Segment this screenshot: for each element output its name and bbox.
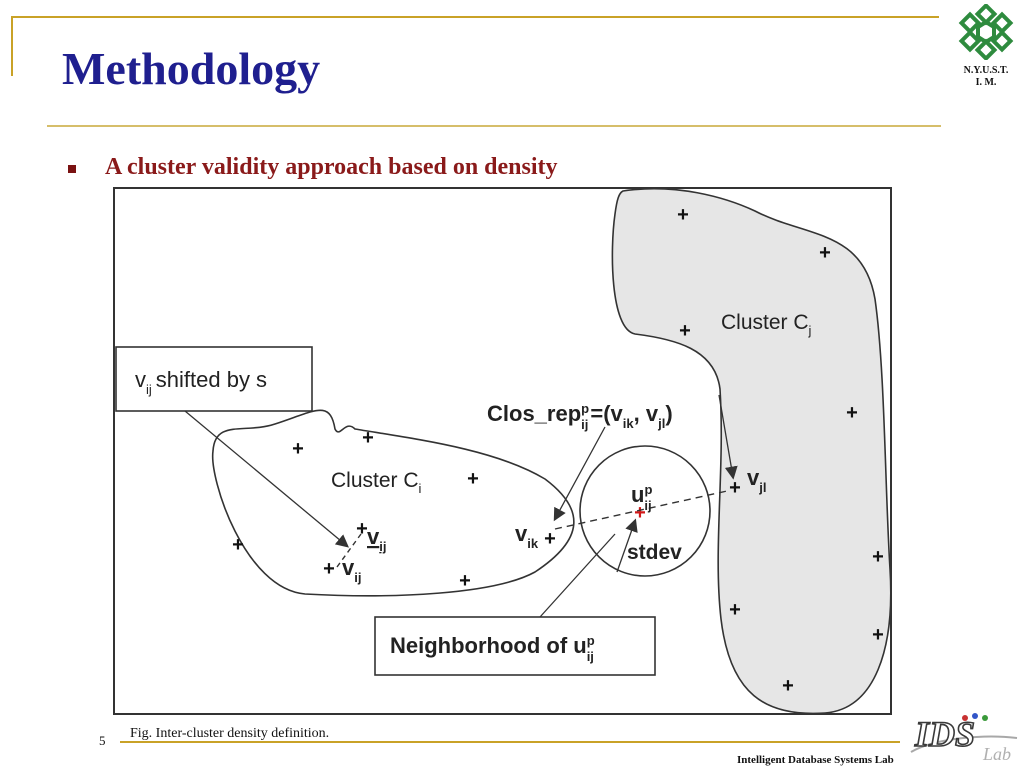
cluster-j-shape — [611, 189, 890, 713]
cluster-j-label: Cluster Cj — [721, 311, 812, 338]
plus-mark: + — [846, 402, 858, 424]
nyust-logo: N.Y.U.S.T. I. M. — [950, 2, 1022, 90]
page-number: 5 — [99, 733, 106, 748]
plus-mark: + — [677, 204, 689, 226]
bullet-square-icon — [68, 165, 76, 173]
frame-left-line — [11, 16, 13, 76]
logo-caption-line2: I. M. — [975, 77, 997, 88]
plus-mark: + — [872, 546, 884, 568]
plus-mark: + — [729, 599, 741, 621]
arrow-clos-vik — [553, 426, 606, 522]
logo-dot-red — [962, 715, 968, 721]
slide-title: Methodology — [62, 43, 321, 94]
logo-caption-line1: N.Y.U.S.T. — [963, 65, 1009, 76]
arrow-neighborhood — [539, 533, 616, 618]
ids-lab-logo: IDS Lab — [905, 708, 1021, 766]
center-red-plus: + — [634, 502, 646, 524]
plus-mark: + — [544, 528, 556, 550]
footer-rule — [120, 741, 900, 743]
logo-swoosh — [910, 735, 1018, 753]
shift-dashed-line — [336, 533, 362, 568]
plus-mark: + — [362, 427, 374, 449]
logo-dot-blue — [972, 713, 978, 719]
frame-top-line — [11, 16, 939, 18]
neighborhood-box — [374, 616, 656, 676]
plus-mark: + — [782, 675, 794, 697]
closest-pair-dashed-line — [554, 490, 728, 530]
neighborhood-circle — [579, 445, 711, 577]
plus-mark: + — [467, 468, 479, 490]
plus-mark: + — [872, 624, 884, 646]
plus-mark: + — [729, 477, 741, 499]
snowflake-emblem-icon — [958, 2, 1014, 62]
arrow-neighborhood-2 — [616, 518, 638, 573]
footer-lab-name: Intelligent Database Systems Lab — [737, 754, 894, 766]
plus-mark: + — [819, 242, 831, 264]
plus-mark: + — [232, 534, 244, 556]
vjl-label: vjl — [747, 465, 766, 495]
shifted-box — [115, 346, 313, 412]
density-figure: + + + + + + + + + + + + + + + + + + — [113, 187, 892, 715]
cluster-i-shape — [211, 409, 575, 597]
plus-mark: + — [459, 570, 471, 592]
cluster-i-label: Cluster Ci — [331, 469, 422, 496]
plus-mark: + — [323, 558, 335, 580]
bullet-text: A cluster validity approach based on den… — [105, 154, 558, 180]
plus-mark: + — [356, 518, 368, 540]
vij-label: vij — [342, 555, 361, 585]
logo-ids-text: IDS — [914, 714, 975, 754]
figure-drawing: + + + + + + + + + + + + + + + + + + — [115, 189, 890, 713]
logo-dot-green — [982, 715, 988, 721]
vik-label: vik — [515, 521, 539, 551]
arrow-shifted — [184, 410, 349, 548]
title-underline — [47, 125, 941, 127]
logo-lab-text: Lab — [982, 744, 1011, 764]
plus-mark: + — [292, 438, 304, 460]
figure-caption: Fig. Inter-cluster density definition. — [130, 726, 330, 741]
stdev-label: stdev — [627, 541, 682, 564]
plus-mark: + — [679, 320, 691, 342]
vij-shift-label: vij — [367, 524, 386, 554]
arrow-clos-vjl — [718, 394, 738, 480]
